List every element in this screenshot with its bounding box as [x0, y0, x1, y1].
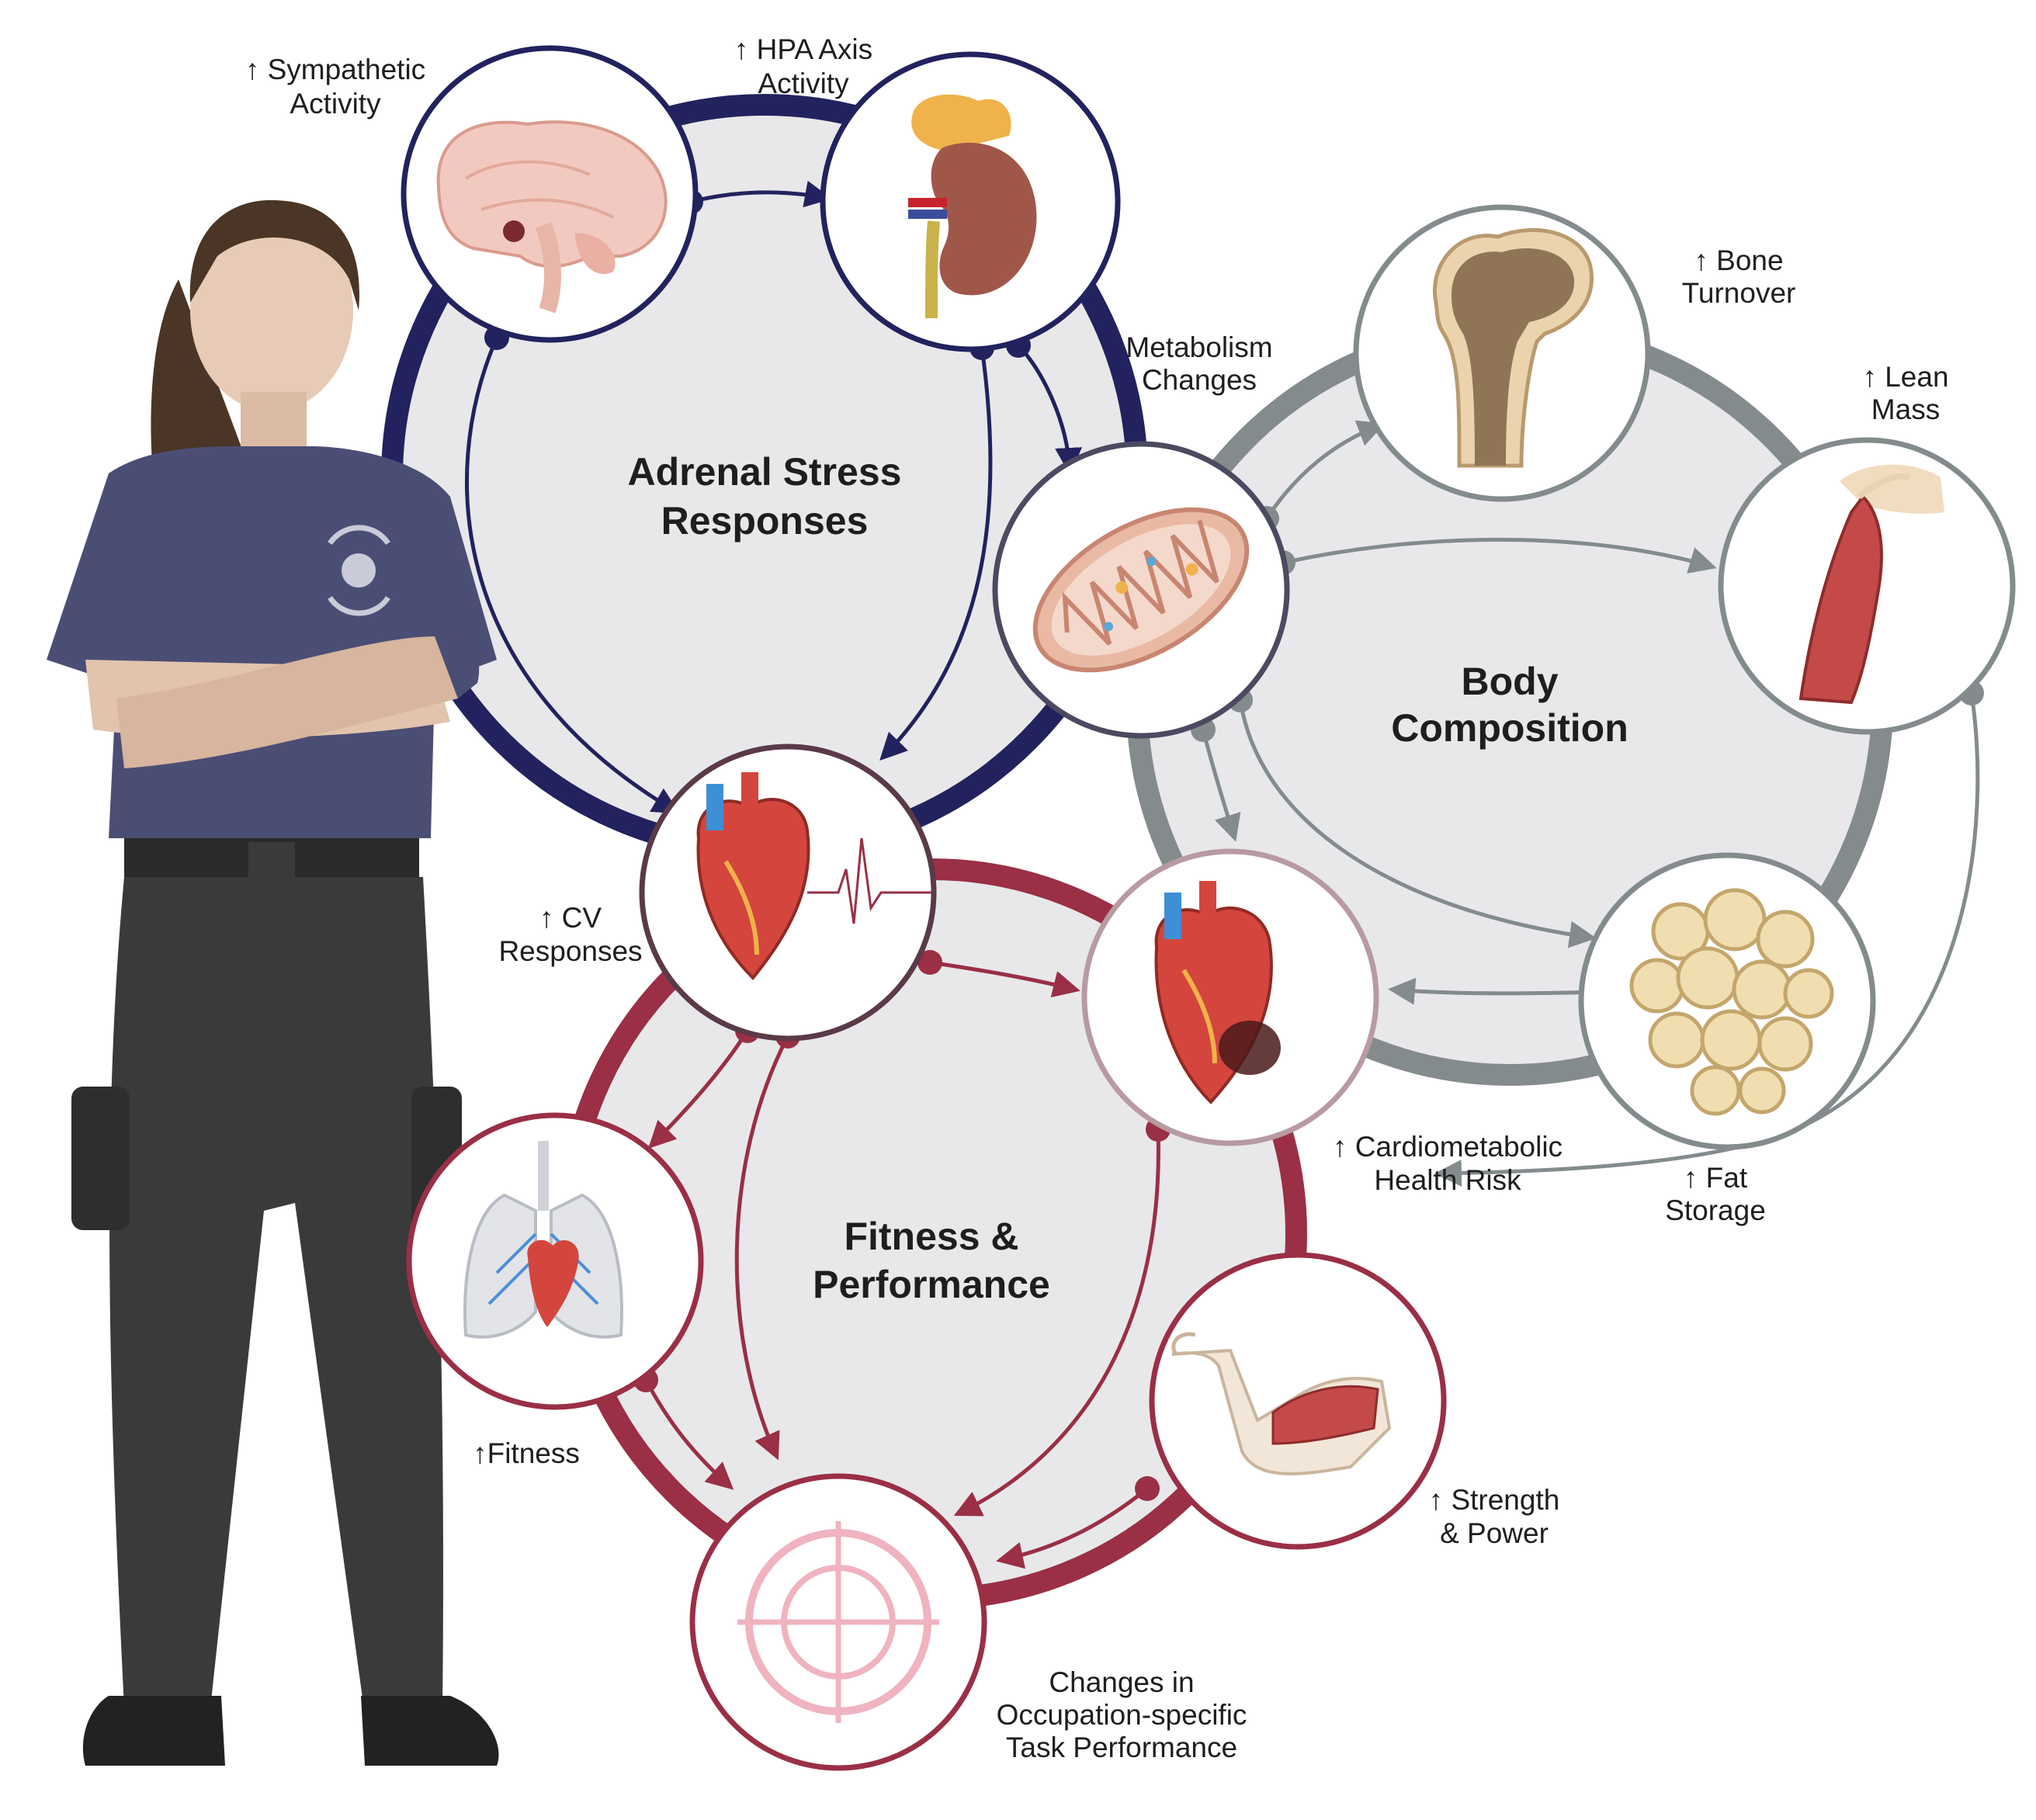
arrow-lungs-to-target [643, 1378, 734, 1490]
node-muscle [1718, 437, 2016, 735]
body-composition-connectors [1201, 420, 1980, 1187]
label-metabolism-2: Changes [1142, 364, 1257, 396]
label-fat-2: Storage [1665, 1194, 1766, 1226]
label-lean-2: Mass [1871, 393, 1940, 425]
arrow-heart-to-lungs [648, 1029, 750, 1149]
node-lungs [406, 1112, 704, 1410]
label-sympathetic-1: ↑ Sympathetic [245, 54, 425, 85]
label-hpa-2: Activity [758, 68, 849, 99]
adrenal-connectors [464, 180, 1083, 814]
mitochondria-icon [1032, 507, 1250, 673]
fitness-connectors [643, 960, 1160, 1569]
label-cv-1: ↑ CV [539, 902, 602, 934]
fat-cells-icon [1629, 888, 1834, 1116]
label-bone-1: ↑ Bone [1694, 244, 1783, 276]
label-sympathetic-2: Activity [290, 88, 381, 120]
label-lean-1: ↑ Lean [1862, 361, 1948, 393]
arrow-kidney-to-mitochondria [1017, 344, 1083, 475]
node-kidney [820, 51, 1121, 352]
label-fat-1: ↑ Fat [1684, 1162, 1748, 1194]
label-task-1: Changes in [1049, 1666, 1194, 1698]
fitness-title-line1: Fitness & [844, 1215, 1018, 1258]
heart-ecg-icon [696, 772, 931, 980]
arrow-brain-to-kidney [690, 180, 832, 208]
label-strength-1: ↑ Strength [1429, 1484, 1560, 1516]
lungs-heart-icon [463, 1141, 623, 1339]
node-fat [1578, 852, 1876, 1150]
arrow-heart-to-heart-risk [929, 960, 1080, 998]
label-hpa-1: ↑ HPA Axis [734, 33, 872, 65]
arrow-fat-to-heart-risk [1388, 977, 1604, 1005]
adrenal-title-line1: Adrenal Stress [628, 450, 902, 494]
flexed-arm-icon [1171, 1332, 1392, 1475]
arrow-heart-to-target [734, 1035, 790, 1461]
label-strength-2: & Power [1440, 1517, 1549, 1549]
label-bone-2: Turnover [1682, 277, 1796, 309]
body-title-line2: Composition [1391, 706, 1628, 750]
label-cv-2: Responses [498, 935, 642, 967]
diseased-heart-icon [1154, 881, 1281, 1104]
fitness-title-line2: Performance [813, 1263, 1050, 1306]
target-icon [737, 1521, 939, 1723]
label-task-2: Occupation-specific [997, 1699, 1247, 1731]
node-heart-cv [639, 744, 937, 1042]
arrow-brain-to-heart [464, 337, 681, 814]
arrow-mitochondria-to-bone [1264, 420, 1386, 520]
node-heart-risk [1081, 848, 1379, 1146]
muscle-icon [1798, 464, 1944, 705]
arrow-arm-to-target [996, 1487, 1149, 1569]
body-title-line1: Body [1462, 660, 1559, 703]
node-brain [401, 45, 699, 343]
label-metabolism-1: Metabolism [1126, 331, 1272, 363]
node-bone [1353, 204, 1651, 502]
adrenal-title-line2: Responses [661, 499, 869, 543]
label-cardiometabolic-1: ↑ Cardiometabolic [1333, 1131, 1563, 1163]
brain-icon [436, 120, 668, 314]
firefighter-figure-icon [47, 199, 499, 1766]
arrow-heart-risk-to-target [953, 1128, 1160, 1517]
kidney-adrenal-icon [908, 94, 1037, 319]
label-cardiometabolic-2: Health Risk [1374, 1164, 1521, 1196]
label-task-3: Task Performance [1006, 1732, 1237, 1763]
arrow-mitochondria-to-fat [1238, 699, 1597, 948]
bone-icon [1433, 227, 1594, 468]
node-arm [1149, 1252, 1447, 1550]
node-target [689, 1473, 987, 1771]
label-fitness: ↑Fitness [473, 1437, 580, 1469]
node-mitochondria [992, 441, 1290, 739]
arrow-mitochondria-to-muscle [1282, 537, 1717, 574]
arrow-kidney-to-heart [879, 347, 993, 761]
